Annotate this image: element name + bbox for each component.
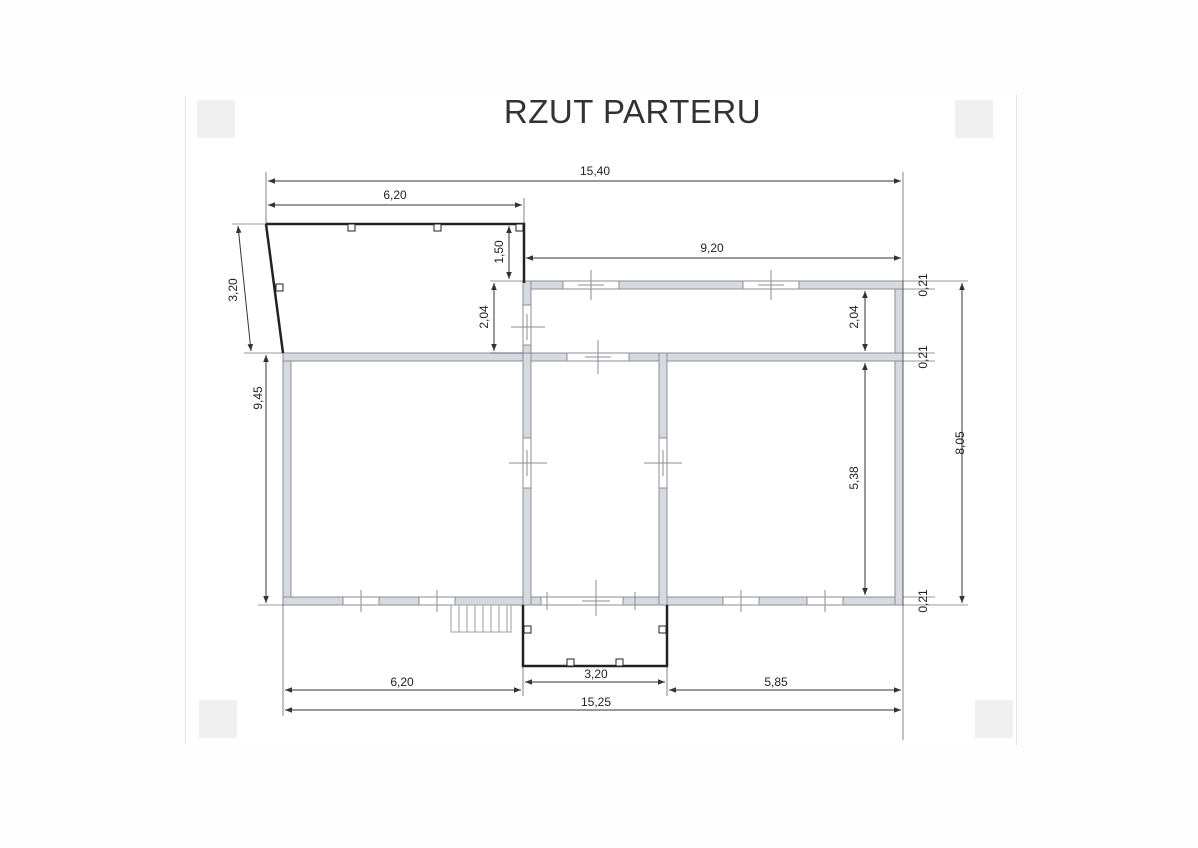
dimension-labels: 15,40 6,20 9,20 6,20 3,20 5,85 15,25 3,2… <box>226 164 967 709</box>
corner-mark <box>197 100 235 138</box>
corner-mark <box>199 700 237 738</box>
corner-mark <box>975 700 1013 738</box>
dim-right-total: 8,05 <box>953 431 967 455</box>
opening-marks <box>360 270 826 616</box>
dimension-lines <box>232 172 968 740</box>
dim-wall-top: 0,21 <box>916 273 930 297</box>
dim-wall-middle: 0,21 <box>916 345 930 369</box>
walls <box>282 280 904 606</box>
dim-top-total: 15,40 <box>580 164 610 178</box>
dim-bottom-total: 15,25 <box>581 695 611 709</box>
dim-top-left: 6,20 <box>383 188 407 202</box>
dim-terrace-depth: 3,20 <box>226 278 240 302</box>
openings <box>342 280 844 606</box>
dim-left-total: 9,45 <box>251 386 265 410</box>
dim-wall-bottom: 0,21 <box>916 589 930 613</box>
dim-bottom-middle: 3,20 <box>584 667 608 681</box>
dim-bottom-left: 6,20 <box>390 675 414 689</box>
corner-mark <box>955 100 993 138</box>
wall-outer-left <box>282 352 292 606</box>
dim-top-right: 9,20 <box>700 241 724 255</box>
dim-terrace-offset: 1,50 <box>492 240 506 264</box>
terrace-outline <box>264 222 526 354</box>
porch-outline <box>521 605 669 668</box>
dim-room-depth: 5,38 <box>847 466 861 490</box>
dim-corridor-depth-left: 2,04 <box>477 305 491 329</box>
plan-title: RZUT PARTERU <box>503 93 762 130</box>
dim-corridor-depth-right: 2,04 <box>847 305 861 329</box>
dim-bottom-right: 5,85 <box>764 675 788 689</box>
stairs <box>450 604 512 633</box>
posts <box>275 223 667 667</box>
wall-outer-right <box>894 280 904 606</box>
